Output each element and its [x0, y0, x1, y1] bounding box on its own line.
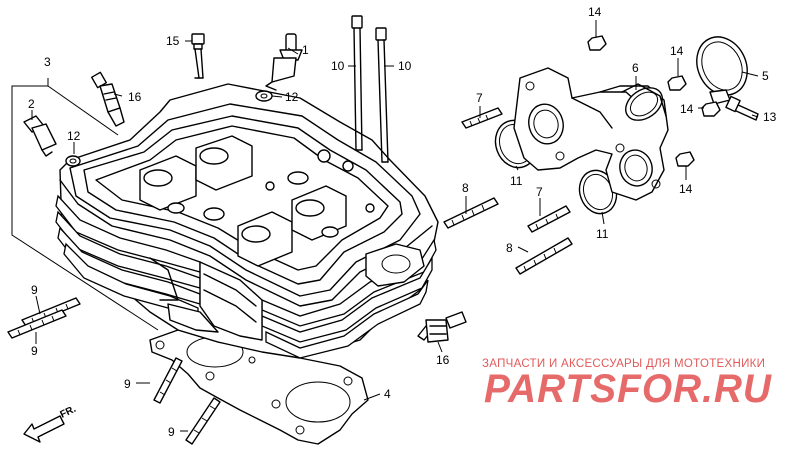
cylinder-head	[55, 83, 439, 359]
callout-8b: 8	[506, 241, 513, 255]
stud-8-lower	[515, 237, 573, 275]
stud-9-d	[185, 397, 221, 445]
fitting-2	[23, 115, 57, 157]
hose-clamp-5	[696, 36, 748, 105]
stud-7-lower	[527, 205, 571, 233]
intake-manifold	[513, 67, 669, 201]
callout-12b: 12	[67, 129, 81, 143]
fitting-1	[265, 33, 303, 91]
callout-14c: 14	[680, 102, 694, 116]
long-bolt-10a	[351, 15, 363, 151]
callout-10a: 10	[331, 59, 345, 73]
washer-12-left	[65, 155, 81, 167]
direction-label: FR.	[58, 404, 77, 421]
callout-15: 15	[166, 34, 180, 48]
callout-4: 4	[384, 387, 391, 401]
nut-14-clamp	[701, 101, 721, 117]
callout-7a: 7	[476, 91, 483, 105]
nut-14-mid	[667, 75, 687, 91]
callout-9a: 9	[31, 283, 38, 297]
callout-10b: 10	[398, 59, 412, 73]
leader-lines	[31, 20, 759, 432]
screw-13	[725, 95, 759, 121]
watermark-brand: PARTSFOR.RU	[484, 367, 772, 411]
front-direction-arrow: FR.	[23, 404, 78, 443]
callout-11a: 11	[510, 174, 523, 188]
callout-14a: 14	[588, 5, 602, 19]
callout-9b: 9	[31, 344, 38, 358]
callout-8a: 8	[462, 181, 469, 195]
callout-3-bracket	[11, 78, 159, 331]
callout-16b: 16	[436, 353, 450, 367]
washer-12-top	[255, 90, 273, 102]
callout-13: 13	[763, 110, 777, 124]
callout-2: 2	[28, 97, 35, 111]
stud-9-b	[7, 309, 67, 339]
stud-8-top	[443, 197, 499, 229]
spark-plug-16-lower	[417, 311, 467, 343]
callout-9c: 9	[124, 377, 131, 391]
stud-7-top	[461, 107, 503, 129]
callout-11b: 11	[596, 227, 609, 241]
callout-6: 6	[632, 61, 639, 75]
nut-14-lower	[675, 151, 695, 167]
callout-labels: 15 1 10 10 12 16 3 2 12 14 6 14 5 14 13 …	[28, 5, 777, 439]
watermark-tagline: ЗАПЧАСТИ И АКСЕССУАРЫ ДЛЯ МОТОТЕХНИКИ	[482, 358, 765, 370]
callout-14b: 14	[670, 44, 684, 58]
spark-plug-16-top	[90, 71, 125, 127]
callout-14d: 14	[679, 182, 693, 196]
callout-1: 1	[302, 43, 309, 57]
long-bolt-10b	[375, 27, 389, 163]
stud-9-c	[153, 357, 183, 404]
bolt-15	[191, 33, 205, 79]
callout-7b: 7	[536, 185, 543, 199]
nut-14-top	[587, 35, 607, 51]
callout-5: 5	[762, 69, 769, 83]
watermark: ЗАПЧАСТИ И АКСЕССУАРЫ ДЛЯ МОТОТЕХНИКИ PA…	[482, 358, 772, 411]
callout-16a: 16	[128, 90, 142, 104]
stud-9-a	[21, 297, 81, 327]
callout-9d: 9	[168, 425, 175, 439]
callout-3: 3	[44, 55, 51, 69]
callout-12a: 12	[285, 90, 299, 104]
